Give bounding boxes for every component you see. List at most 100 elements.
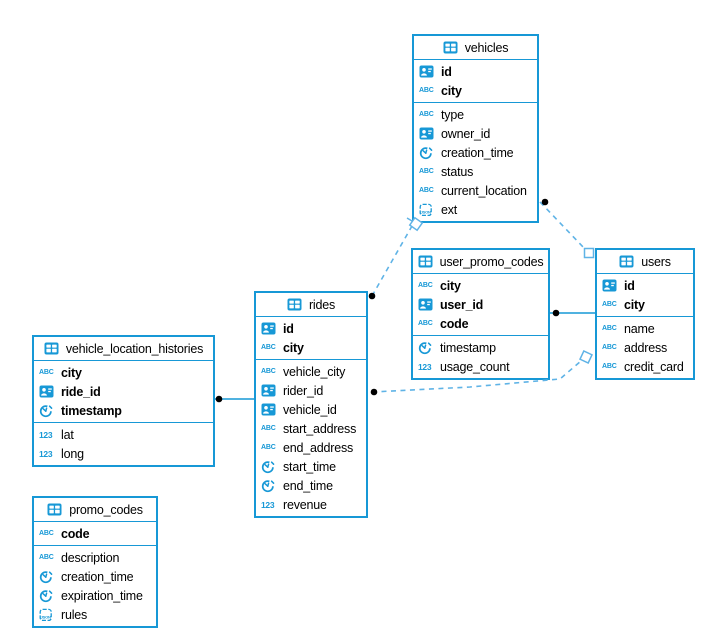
column-name: id (283, 321, 294, 336)
abc-text-icon: ABC (261, 344, 276, 351)
column-row-address[interactable]: ABC address (597, 338, 693, 357)
column-name: address (624, 340, 668, 355)
column-row-end_time[interactable]: end_time (256, 476, 366, 495)
column-row-name[interactable]: ABC name (597, 319, 693, 338)
abc-text-icon: ABC (261, 444, 276, 451)
column-name: name (624, 321, 655, 336)
column-row-ext[interactable]: JSON ext (414, 200, 537, 219)
column-name: end_address (283, 440, 354, 455)
column-row-id[interactable]: id (597, 276, 693, 295)
abc-text-icon: ABC (419, 111, 434, 118)
table-icon (418, 255, 436, 268)
column-name: code (61, 526, 90, 541)
table-icon (47, 503, 65, 516)
column-row-id[interactable]: id (414, 62, 537, 81)
table-name: vehicles (464, 40, 509, 55)
table-header[interactable]: users (597, 250, 693, 274)
column-name: vehicle_city (283, 364, 346, 379)
column-row-timestamp[interactable]: timestamp (413, 338, 548, 357)
table-header[interactable]: rides (256, 293, 366, 317)
column-name: rules (61, 607, 88, 622)
abc-text-icon: ABC (602, 363, 617, 370)
table-header[interactable]: vehicles (414, 36, 537, 60)
json-document-icon: JSON (419, 203, 437, 217)
table-icon (44, 342, 62, 355)
column-row-rider_id[interactable]: rider_id (256, 381, 366, 400)
column-name: rider_id (283, 383, 324, 398)
abc-text-icon: ABC (602, 301, 617, 308)
table-icon (619, 255, 637, 268)
column-name: id (441, 64, 452, 79)
abc-text-icon: ABC (418, 282, 433, 289)
123-number-icon: 123 (39, 448, 53, 459)
column-name: description (61, 550, 120, 565)
column-name: ride_id (61, 384, 101, 399)
table-icon (443, 41, 461, 54)
id-badge-icon (602, 279, 620, 292)
clock-icon (261, 460, 279, 474)
id-badge-icon (261, 403, 279, 416)
column-row-creation_time[interactable]: creation_time (34, 567, 156, 586)
column-row-ride_id[interactable]: ride_id (34, 382, 213, 401)
clock-icon (39, 589, 57, 603)
column-row-start_time[interactable]: start_time (256, 457, 366, 476)
column-row-id[interactable]: id (256, 319, 366, 338)
columns-section: ABC description creation_time expiration_ti… (34, 546, 156, 626)
abc-text-icon: ABC (602, 344, 617, 351)
column-name: ext (441, 202, 458, 217)
table-header[interactable]: vehicle_location_histories (34, 337, 213, 361)
table-name: promo_codes (69, 502, 143, 517)
column-name: user_id (440, 297, 484, 312)
column-name: creation_time (61, 569, 134, 584)
column-name: expiration_time (61, 588, 143, 603)
column-row-end_address[interactable]: ABC end_address (256, 438, 366, 457)
column-row-vehicle_id[interactable]: vehicle_id (256, 400, 366, 419)
column-name: vehicle_id (283, 402, 337, 417)
table-name: user_promo_codes (439, 254, 544, 269)
abc-text-icon: ABC (39, 554, 54, 561)
column-row-timestamp[interactable]: timestamp (34, 401, 213, 420)
column-row-user_id[interactable]: user_id (413, 295, 548, 314)
column-name: timestamp (440, 340, 496, 355)
column-row-owner_id[interactable]: owner_id (414, 124, 537, 143)
table-header[interactable]: user_promo_codes (413, 250, 548, 274)
column-row-expiration_time[interactable]: expiration_time (34, 586, 156, 605)
column-row-creation_time[interactable]: creation_time (414, 143, 537, 162)
column-row-description[interactable]: ABC description (34, 548, 156, 567)
table-icon (287, 298, 305, 311)
id-badge-icon (261, 384, 279, 397)
column-name: end_time (283, 478, 333, 493)
clock-icon (261, 479, 279, 493)
table-header[interactable]: promo_codes (34, 498, 156, 522)
abc-text-icon: ABC (602, 325, 617, 332)
